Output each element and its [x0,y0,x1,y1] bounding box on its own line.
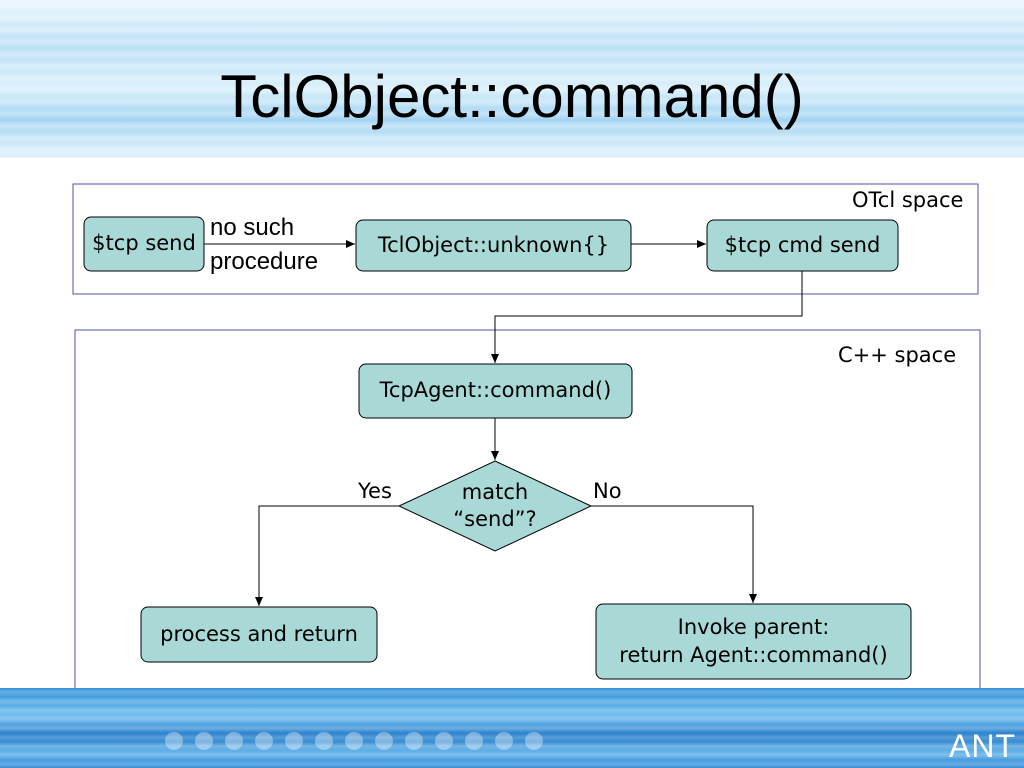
header-band [0,0,1024,158]
node-tcpagent-command-shape [358,363,633,419]
node-process-return-shape [140,606,378,663]
ant-logo: ANT [949,728,1016,764]
label-yes: Yes [358,479,392,503]
label-no: No [593,479,622,503]
edge-cmd-send-to-tcpagent [491,271,803,363]
decision-diamond-shape [397,460,593,552]
otcl-space-frame [72,183,979,295]
node-tcp-send-shape [83,216,205,272]
cpp-space-label: C++ space [838,343,957,367]
label-no-such-procedure: no such procedure [210,214,319,275]
slide-title: TclObject::command() [220,63,804,130]
otcl-space-label: OTcl space [852,188,964,212]
edge-decision-yes [255,505,399,606]
footer-dots-decoration [165,732,585,752]
footer-band [0,688,1024,768]
edge-decision-no [591,505,757,603]
node-invoke-parent-shape [595,603,912,680]
node-unknown-shape [355,219,632,272]
node-cmd-send-shape [706,219,899,272]
